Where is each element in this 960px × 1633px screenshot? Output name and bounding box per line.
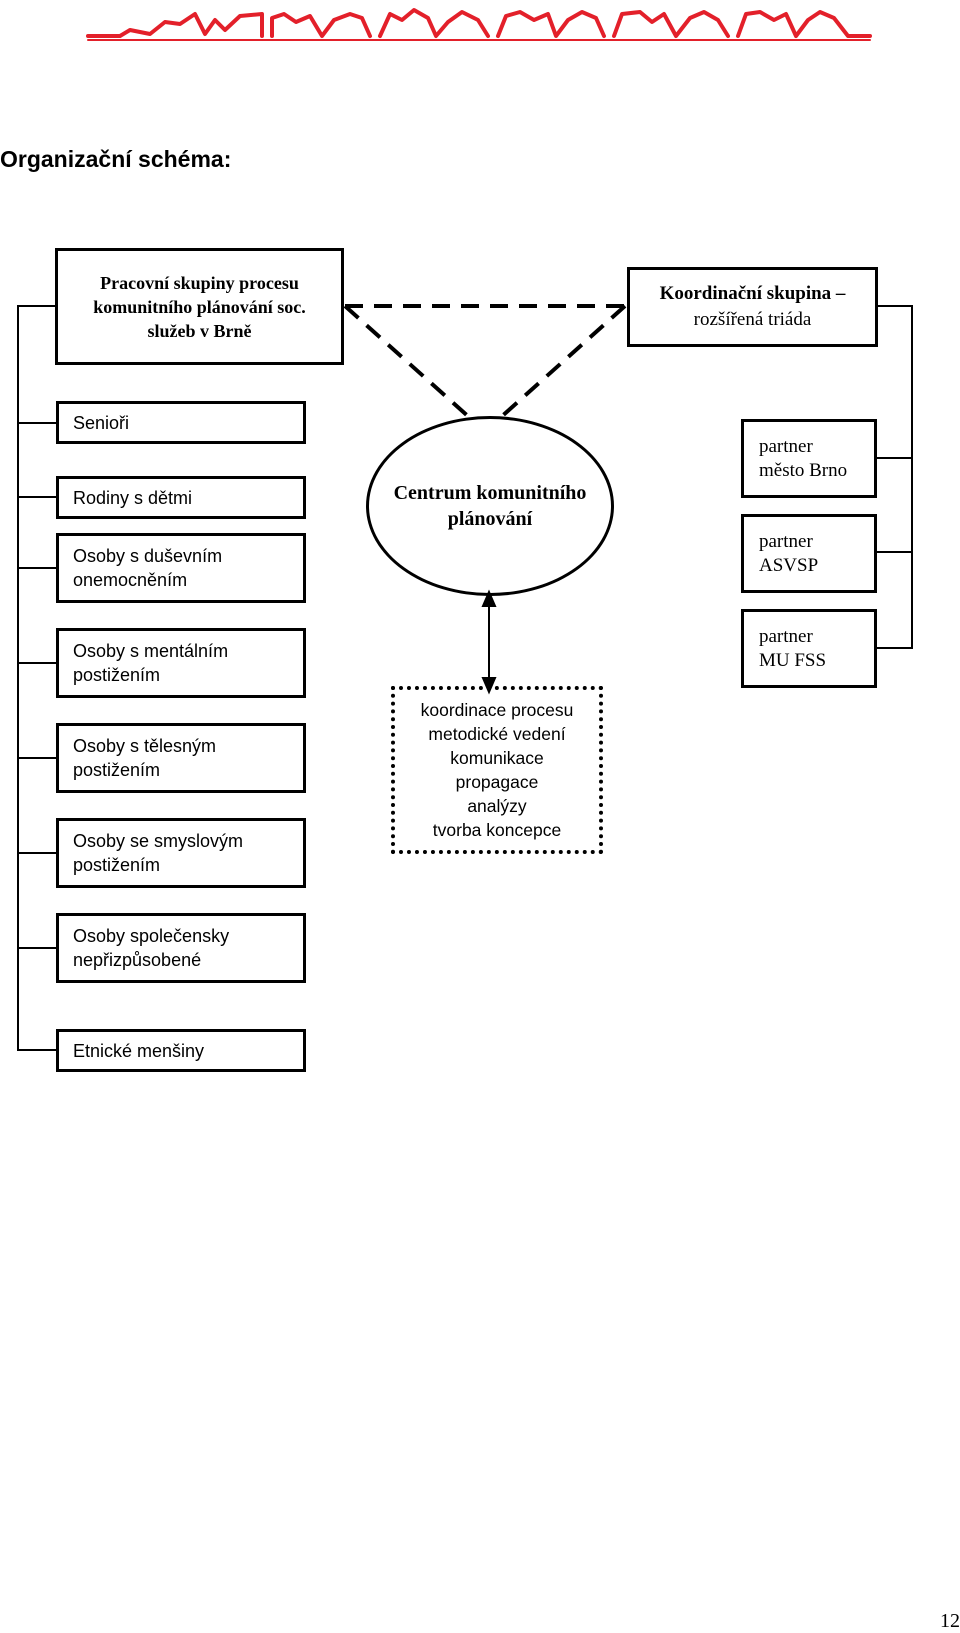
target-group-line: Osoby s mentálním bbox=[73, 641, 229, 661]
community-planning-center: Centrum komunitního plánování bbox=[366, 416, 614, 596]
target-group-line: Senioři bbox=[73, 412, 130, 433]
houses-banner-logo bbox=[86, 8, 872, 41]
target-group-line: Osoby s duševním bbox=[73, 546, 223, 566]
partner-name: MU FSS bbox=[759, 649, 827, 671]
task-item: komunikace bbox=[450, 748, 544, 768]
center-tasks-box: koordinace procesu metodické vedení komu… bbox=[391, 686, 603, 854]
partner-box: partner ASVSP bbox=[741, 514, 877, 593]
coordination-group-box: Koordinační skupina – rozšířená triáda bbox=[627, 267, 878, 347]
target-group-box: Osoby společensky nepřizpůsobené bbox=[56, 913, 306, 983]
working-groups-line-2: komunitního plánování soc. bbox=[93, 296, 306, 317]
partner-label: partner bbox=[759, 530, 813, 552]
partner-label: partner bbox=[759, 625, 813, 647]
task-item: propagace bbox=[455, 772, 539, 792]
task-item: tvorba koncepce bbox=[432, 820, 562, 840]
partner-box: partner MU FSS bbox=[741, 609, 877, 688]
target-group-line: onemocněním bbox=[73, 570, 188, 590]
task-item: analýzy bbox=[467, 796, 527, 816]
partner-box: partner město Brno bbox=[741, 419, 877, 498]
coordination-group-title: Koordinační skupina – bbox=[659, 283, 846, 304]
target-group-line: postižením bbox=[73, 855, 161, 875]
partner-name: ASVSP bbox=[759, 554, 819, 576]
target-group-line: Osoby se smyslovým bbox=[73, 831, 244, 851]
target-group-line: Rodiny s dětmi bbox=[73, 487, 193, 508]
working-groups-box: Pracovní skupiny procesu komunitního plá… bbox=[55, 248, 344, 365]
center-line-1: Centrum komunitního bbox=[393, 482, 587, 504]
working-groups-line-1: Pracovní skupiny procesu bbox=[100, 272, 299, 293]
target-group-box: Etnické menšiny bbox=[56, 1029, 306, 1072]
coordination-group-subtitle: rozšířená triáda bbox=[693, 309, 812, 330]
target-group-box: Senioři bbox=[56, 401, 306, 444]
target-group-line: Osoby společensky bbox=[73, 926, 230, 946]
target-group-box: Rodiny s dětmi bbox=[56, 476, 306, 519]
target-group-box: Osoby s duševním onemocněním bbox=[56, 533, 306, 603]
center-line-2: plánování bbox=[447, 508, 533, 530]
partner-label: partner bbox=[759, 435, 813, 457]
partner-name: město Brno bbox=[759, 459, 848, 481]
page-title: Organizační schéma: bbox=[0, 146, 232, 172]
target-group-line: Osoby s tělesným bbox=[73, 736, 217, 756]
target-group-box: Osoby s mentálním postižením bbox=[56, 628, 306, 698]
target-group-line: postižením bbox=[73, 760, 161, 780]
working-groups-line-3: služeb v Brně bbox=[147, 320, 252, 341]
page-number: 12 bbox=[940, 1610, 960, 1632]
target-group-box: Osoby s tělesným postižením bbox=[56, 723, 306, 793]
target-group-line: nepřizpůsobené bbox=[73, 950, 202, 970]
target-group-line: postižením bbox=[73, 665, 161, 685]
target-group-line: Etnické menšiny bbox=[73, 1040, 205, 1061]
task-item: metodické vedení bbox=[428, 724, 566, 744]
target-group-box: Osoby se smyslovým postižením bbox=[56, 818, 306, 888]
task-item: koordinace procesu bbox=[420, 700, 574, 720]
